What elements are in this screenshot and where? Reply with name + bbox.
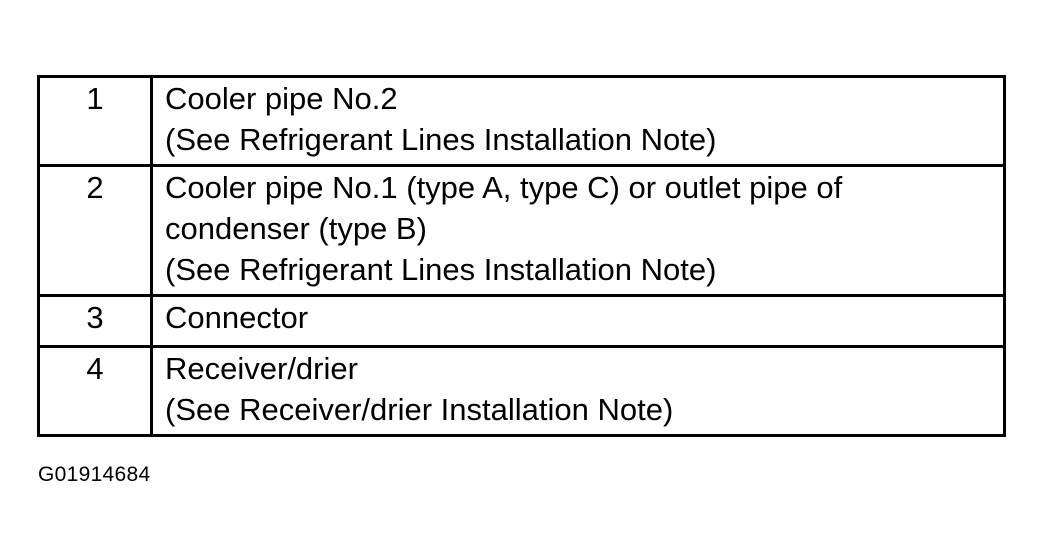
item-number: 4: [37, 345, 153, 437]
parts-legend-table: 1 Cooler pipe No.2 (See Refrigerant Line…: [37, 75, 1006, 437]
description-line: (See Refrigerant Lines Installation Note…: [165, 122, 717, 157]
table-row: 2 Cooler pipe No.1 (type A, type C) or o…: [37, 164, 1006, 297]
item-number: 1: [37, 75, 153, 167]
description-line: (See Refrigerant Lines Installation Note…: [165, 252, 717, 287]
figure-code: G01914684: [38, 463, 151, 486]
table-row: 3 Connector: [37, 294, 1006, 348]
description-line: Cooler pipe No.2: [165, 81, 398, 116]
description-line: condenser (type B): [165, 211, 427, 246]
table-row: 4 Receiver/drier (See Receiver/drier Ins…: [37, 345, 1006, 437]
description-line: Receiver/drier: [165, 351, 358, 386]
item-number: 3: [37, 294, 153, 348]
item-description: Cooler pipe No.1 (type A, type C) or out…: [150, 164, 1006, 297]
item-description: Receiver/drier (See Receiver/drier Insta…: [150, 345, 1006, 437]
table-row: 1 Cooler pipe No.2 (See Refrigerant Line…: [37, 75, 1006, 167]
item-number: 2: [37, 164, 153, 297]
description-line: Connector: [165, 300, 309, 335]
description-line: (See Receiver/drier Installation Note): [165, 392, 674, 427]
item-description: Cooler pipe No.2 (See Refrigerant Lines …: [150, 75, 1006, 167]
description-line: Cooler pipe No.1 (type A, type C) or out…: [165, 170, 843, 205]
item-description: Connector: [150, 294, 1006, 348]
